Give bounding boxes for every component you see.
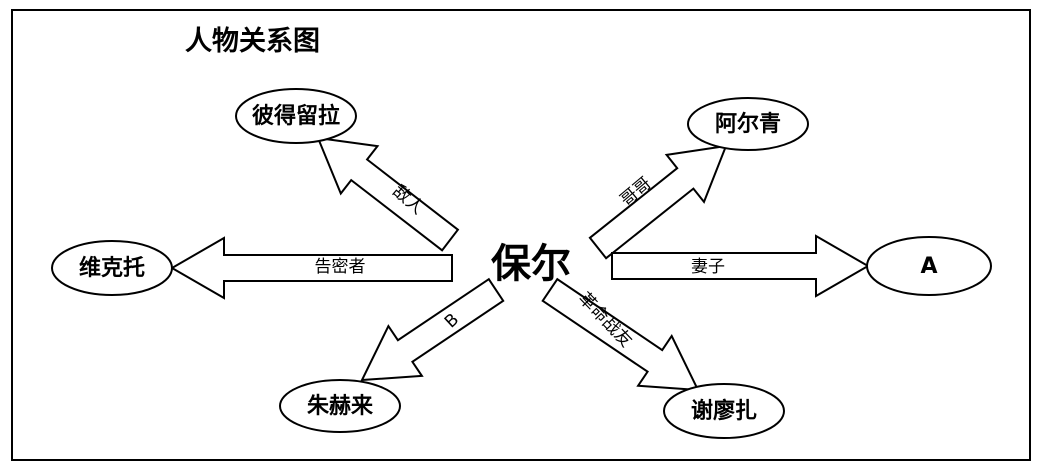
arrow-to-xieliaozha: [541, 277, 700, 392]
arrow-to-peter: [316, 136, 460, 252]
arrow-to-a: [611, 234, 871, 298]
arrow-to-victor: [169, 236, 453, 300]
node-label-xieliaozha: 谢廖扎: [691, 398, 757, 424]
diagram-frame: [11, 9, 1031, 461]
node-label-peter: 彼得留拉: [252, 103, 340, 129]
node-label-victor: 维克托: [79, 255, 145, 281]
node-zhuhelai: 朱赫来: [279, 379, 401, 433]
arrow-to-alqing: [588, 144, 728, 260]
relationship-arrows: [169, 136, 871, 392]
node-label-zhuhelai: 朱赫来: [307, 394, 374, 419]
node-label-alqing: 阿尔青: [715, 111, 781, 137]
node-label-a: A: [920, 254, 937, 279]
node-victor: 维克托: [51, 240, 173, 296]
node-alqing: 阿尔青: [687, 97, 809, 151]
diagram-title: 人物关系图: [185, 26, 320, 57]
node-peter: 彼得留拉: [235, 88, 357, 144]
edge-label-informer: 告密者: [315, 257, 366, 277]
node-xieliaozha: 谢廖扎: [663, 383, 785, 439]
edge-label-wife: 妻子: [691, 257, 725, 277]
node-a: A: [866, 236, 992, 296]
arrow-to-zhuhelai: [360, 277, 505, 382]
center-person-label: 保尔: [491, 241, 571, 287]
